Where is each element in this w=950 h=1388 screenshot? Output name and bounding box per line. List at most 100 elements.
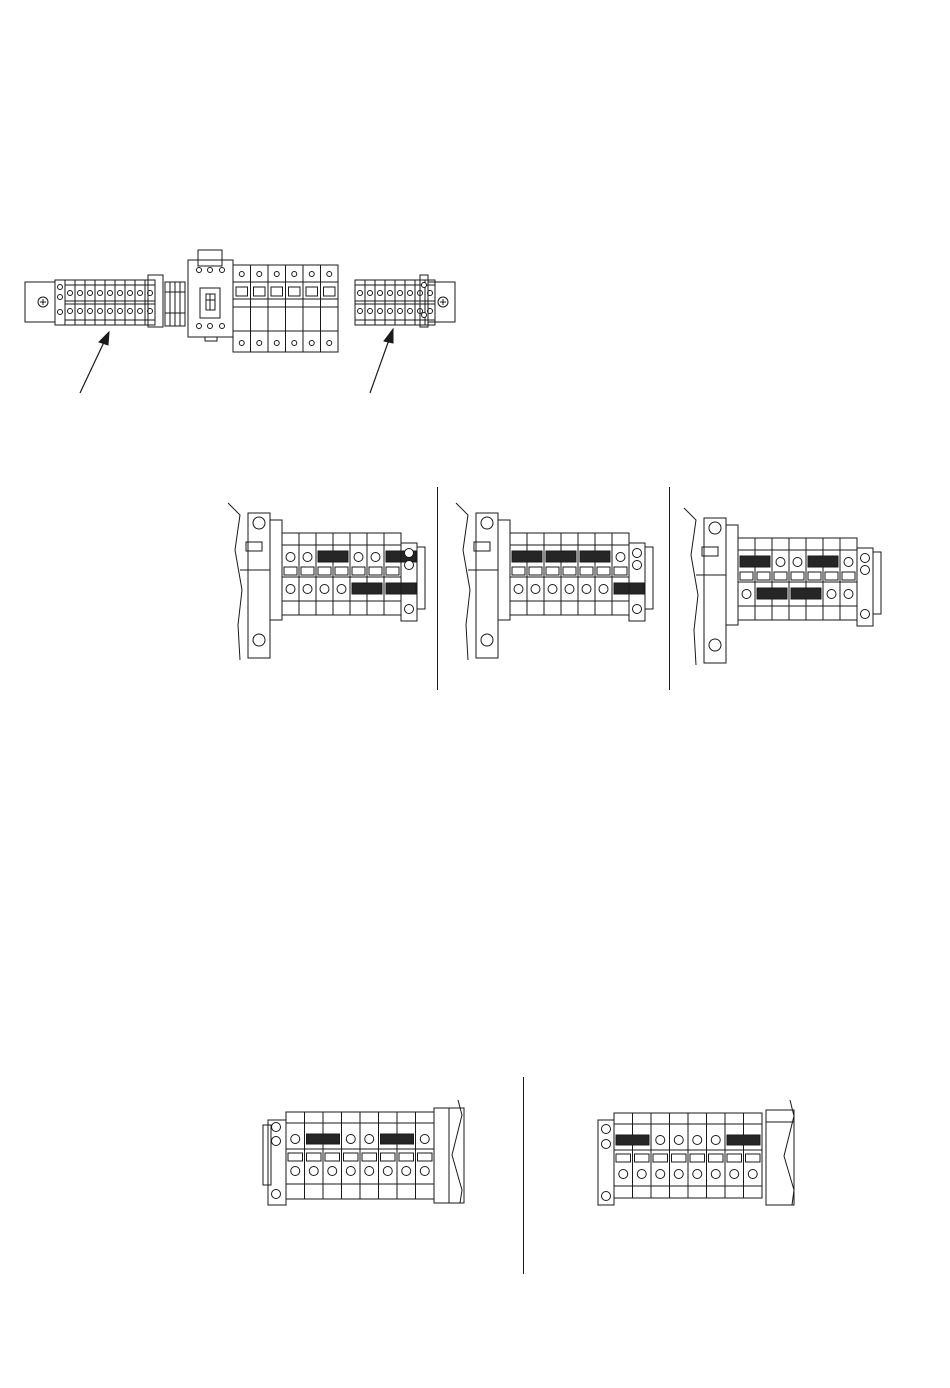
terminal-slot bbox=[318, 567, 331, 575]
terminal-slot bbox=[529, 567, 542, 575]
module-lever bbox=[324, 287, 336, 296]
terminal-screw-bottom bbox=[844, 590, 853, 599]
end-stop-left-dot bbox=[58, 310, 63, 315]
detail-config-2-drawing bbox=[448, 495, 663, 665]
terminal-screw-top bbox=[776, 558, 785, 567]
contactor-screw bbox=[208, 268, 213, 273]
module-screw-bottom bbox=[239, 341, 244, 346]
module-screw-top bbox=[274, 272, 279, 277]
rail-overview-drawing bbox=[25, 245, 465, 400]
end-clamp-right-tab bbox=[417, 547, 425, 609]
terminal-right-screw-bottom bbox=[368, 309, 373, 314]
divider-2 bbox=[669, 487, 670, 690]
break-line bbox=[684, 508, 698, 665]
terminal-slot bbox=[301, 567, 314, 575]
terminal-left bbox=[105, 280, 115, 325]
end-clamp-screw-bottom bbox=[709, 639, 721, 651]
module-unit bbox=[233, 265, 251, 352]
terminal-screw-bottom bbox=[748, 1170, 757, 1179]
terminal-left bbox=[135, 280, 145, 325]
terminal-slot bbox=[791, 572, 804, 580]
terminal-left-screw-bottom bbox=[88, 309, 93, 314]
lower-config-2-drawing bbox=[590, 1098, 805, 1213]
end-clamp-screw bbox=[272, 1190, 281, 1199]
module-screw-top bbox=[292, 272, 297, 277]
terminal-screw-bottom bbox=[383, 1167, 392, 1176]
divider-1 bbox=[437, 487, 438, 690]
terminal-right-screw-top bbox=[408, 291, 413, 296]
thin-terminal bbox=[170, 282, 175, 326]
terminal-slot bbox=[386, 567, 399, 575]
terminal-slot bbox=[774, 572, 787, 580]
end-clamp-right-screw bbox=[861, 566, 870, 575]
terminal-screw-bottom bbox=[827, 590, 836, 599]
terminal-slot bbox=[616, 1154, 631, 1162]
end-clamp-right-screw bbox=[633, 605, 642, 614]
terminal-screw-top bbox=[844, 558, 853, 567]
terminal-screw-top bbox=[346, 1135, 355, 1144]
jumper-bridge-top bbox=[740, 556, 770, 567]
terminal-right-screw-bottom bbox=[398, 309, 403, 314]
terminal-slot bbox=[672, 1154, 687, 1162]
module-lever bbox=[254, 287, 266, 296]
end-clamp-screw bbox=[272, 1137, 281, 1146]
terminal-screw-bottom bbox=[402, 1167, 411, 1176]
end-clamp-right-screw bbox=[405, 605, 414, 614]
jumper-bridge-bottom bbox=[352, 583, 382, 594]
end-clamp-screw-bottom bbox=[253, 634, 265, 646]
terminal-right bbox=[375, 280, 385, 325]
contactor-screw bbox=[197, 324, 202, 329]
jumper-bridge-top bbox=[727, 1135, 760, 1145]
terminal-left-screw-bottom bbox=[108, 309, 113, 314]
terminal-slot bbox=[284, 567, 297, 575]
contactor-cap bbox=[198, 250, 222, 266]
end-clamp-screw-top bbox=[481, 517, 493, 529]
module-lever bbox=[306, 287, 318, 296]
terminal-slot bbox=[727, 1154, 742, 1162]
terminal-left-screw-bottom bbox=[128, 309, 133, 314]
terminal-left bbox=[75, 280, 85, 325]
break-line bbox=[228, 503, 242, 660]
terminal-screw-bottom bbox=[328, 1167, 337, 1176]
terminal-left-screw-top bbox=[118, 291, 123, 296]
terminal-screw-bottom bbox=[637, 1170, 646, 1179]
end-clamp-screw bbox=[602, 1140, 611, 1149]
terminal-screw-bottom bbox=[565, 585, 574, 594]
terminal-left-screw-bottom bbox=[98, 309, 103, 314]
terminal-left-screw-top bbox=[138, 291, 143, 296]
terminal-slot bbox=[512, 567, 525, 575]
terminal-left bbox=[65, 280, 75, 325]
end-clamp-spine bbox=[498, 520, 510, 620]
terminal-left-screw-top bbox=[88, 291, 93, 296]
contactor-screw bbox=[220, 268, 225, 273]
terminal-left bbox=[85, 280, 95, 325]
terminal-screw-bottom bbox=[286, 585, 295, 594]
terminal-right bbox=[365, 280, 375, 325]
end-clamp-screw bbox=[602, 1192, 611, 1201]
terminal-left bbox=[145, 280, 155, 325]
jumper-bridge-top bbox=[307, 1134, 340, 1144]
contactor-screw bbox=[197, 268, 202, 273]
terminal-slot bbox=[580, 567, 593, 575]
terminal-screw-bottom bbox=[337, 585, 346, 594]
terminal-slot bbox=[399, 1153, 414, 1161]
terminal-screw-top bbox=[793, 558, 802, 567]
end-stop-right-dot bbox=[422, 313, 427, 318]
arrow-left-shaft bbox=[80, 340, 105, 393]
terminal-screw-top bbox=[711, 1136, 720, 1145]
terminal-slot bbox=[335, 567, 348, 575]
terminal-screw-top bbox=[291, 1135, 300, 1144]
module-lever bbox=[236, 287, 248, 296]
terminal-slot bbox=[842, 572, 855, 580]
end-clamp-screw bbox=[602, 1125, 611, 1134]
terminal-slot bbox=[757, 572, 770, 580]
terminal-screw-top bbox=[420, 1135, 429, 1144]
jumper-bridge-top bbox=[546, 551, 576, 562]
terminal-screw-bottom bbox=[420, 1167, 429, 1176]
terminal-slot bbox=[288, 1153, 303, 1161]
jumper-bridge-top bbox=[318, 551, 348, 562]
thin-terminal bbox=[180, 282, 185, 326]
module-screw-top bbox=[239, 272, 244, 277]
terminal-slot bbox=[825, 572, 838, 580]
terminal-slot bbox=[690, 1154, 705, 1162]
